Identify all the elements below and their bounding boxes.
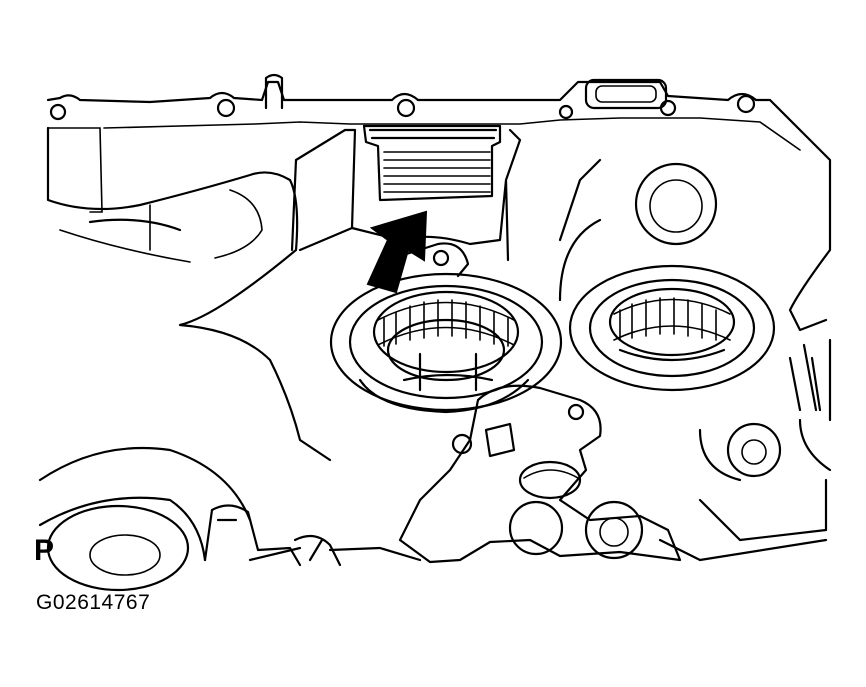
- bottom-left-bolt: [293, 534, 342, 567]
- left-bearing-shaft: [402, 352, 494, 392]
- bolt-hole: [49, 103, 67, 121]
- right-bearing-seat: [588, 278, 756, 378]
- strainer-bracket: [398, 242, 470, 278]
- right-bearing-cage: [608, 287, 736, 357]
- figure-code: G02614767: [36, 591, 151, 614]
- case-flange-outline: [46, 80, 832, 202]
- oil-strainer-ribs: [383, 151, 491, 193]
- right-upper-boss: [634, 162, 718, 246]
- bolt-hole: [216, 98, 236, 118]
- bottom-left-bracket: [203, 504, 302, 567]
- bracket-bolt-hole: [432, 249, 450, 267]
- left-bearing-seat: [348, 284, 544, 400]
- right-lower-boss-inner: [741, 439, 767, 465]
- plate-bore: [518, 460, 582, 500]
- plate-lower-boss-inner: [599, 517, 629, 547]
- left-lower-hub-inner: [89, 534, 161, 576]
- top-lug: [584, 78, 668, 110]
- left-lower-hub: [46, 504, 190, 592]
- plate-lower-boss-2: [584, 500, 644, 560]
- view-letter: P: [34, 534, 55, 567]
- right-bearing-rollers: [613, 297, 731, 341]
- right-casting-contour: [558, 158, 832, 542]
- plate-lower-boss: [508, 500, 564, 556]
- left-bearing-cage-outer: [372, 290, 520, 374]
- plate-slot: [484, 422, 516, 458]
- oil-strainer-frame: [362, 124, 502, 202]
- boss-stud-top: [264, 73, 284, 110]
- left-bearing-outer-race: [329, 272, 563, 412]
- left-casting-contour: [46, 126, 332, 462]
- plate-bore-inner: [523, 469, 579, 479]
- bolt-hole: [659, 99, 677, 117]
- left-bearing-cage-inner: [386, 318, 506, 382]
- right-lower-boss: [726, 422, 782, 478]
- bolt-hole: [736, 94, 756, 114]
- indicator-arrow: [366, 210, 428, 294]
- right-bearing-outer-race: [568, 264, 776, 392]
- right-rib: [788, 356, 822, 412]
- bolt-hole: [558, 104, 574, 120]
- oil-strainer-top: [368, 128, 498, 140]
- left-casting-bore: [88, 218, 182, 232]
- right-bearing-base: [618, 348, 726, 362]
- valve-body-plate: [398, 384, 682, 564]
- plate-bolt-hole: [567, 403, 585, 421]
- left-bearing-rollers: [377, 299, 515, 347]
- pocket-walls: [290, 128, 522, 262]
- top-lug-inner: [595, 85, 657, 103]
- plate-bottom-edge: [248, 538, 828, 562]
- bolt-hole: [396, 98, 416, 118]
- plate-bolt-hole: [451, 433, 473, 455]
- right-upper-boss-inner: [649, 179, 703, 233]
- left-bearing-hub-base: [358, 378, 530, 414]
- left-casting-rib: [59, 189, 263, 263]
- left-lower-bore: [38, 446, 252, 562]
- case-flange-inner: [47, 117, 801, 213]
